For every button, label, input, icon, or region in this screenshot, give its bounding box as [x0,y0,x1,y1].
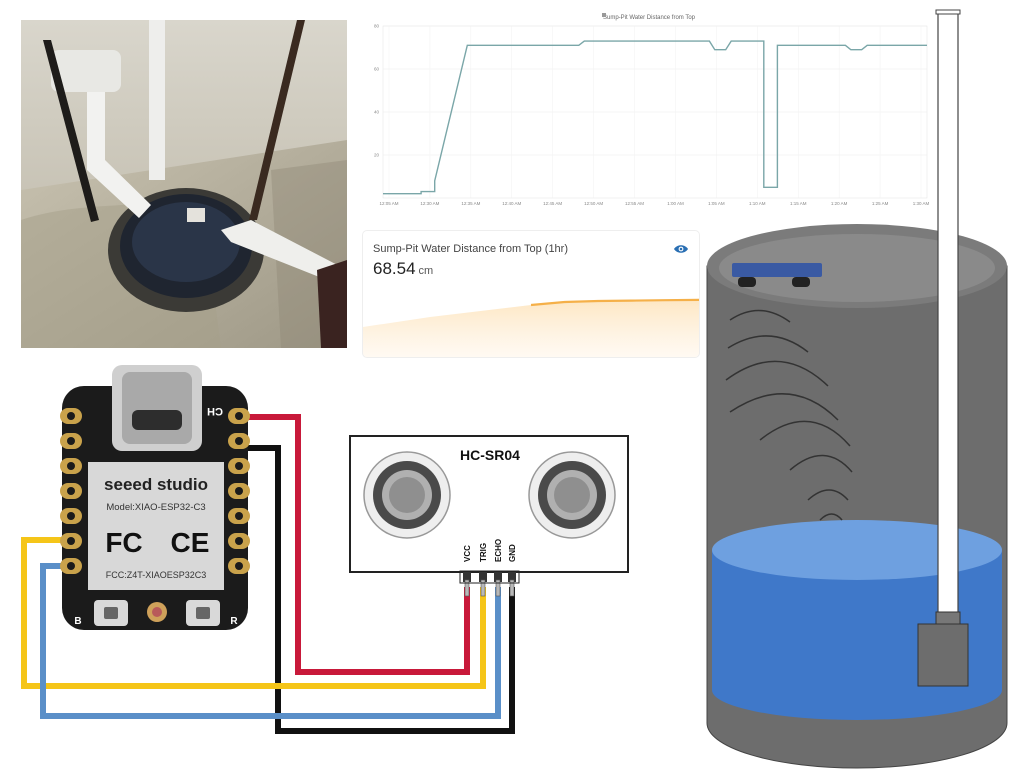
sensor-pin-label: VCC [463,545,472,562]
right-pin-pads [228,408,250,574]
wiring-diagram: seeed studio Model:XIAO-ESP32-C3 FC CE F… [21,365,629,734]
wires [21,414,515,734]
board-fcc: FCC:Z4T-XIAOESP32C3 [106,570,207,580]
gauge-value: 68.54 [373,259,416,278]
board-shield [88,462,224,590]
x-tick-label: 1:20 AM [831,201,848,206]
sound-waves [725,309,853,521]
x-tick-label: 12:40 AM [502,201,521,206]
x-tick-label: 1:25 AM [872,201,889,206]
gauge-unit: cm [418,265,434,277]
gnd-wire [238,445,515,734]
x-tick-label: 12:30 AM [420,201,439,206]
header-pin [463,572,471,582]
history-chart: Sump-Pit Water Distance from Top 80 60 40 2… [374,13,930,206]
x-tick-label: 12:45 AM [543,201,562,206]
float-rod [937,11,959,623]
transducer-left [363,451,451,539]
sump-pit-photo [21,20,347,348]
x-tick-label: 1:10 AM [749,201,766,206]
vcc-wire [238,414,470,675]
ce-mark: CE [171,527,210,558]
y-tick-label: 80 [374,24,380,29]
eye-icon[interactable] [673,243,689,255]
sensor-pin-label: TRIG [479,543,488,562]
left-pin-pads [60,408,82,574]
fc-mark: FC [105,527,142,558]
trig-wire [21,537,486,689]
board-model: Model:XIAO-ESP32-C3 [106,502,205,513]
sensor-name: HC-SR04 [460,447,520,463]
gauge-title: Sump-Pit Water Distance from Top (1hr) [373,243,569,255]
sensor-pin-label: GND [508,544,517,562]
header-pin [508,572,516,582]
sparkline-line [530,298,699,307]
x-tick-label: 12:35 AM [461,201,480,206]
x-tick-label: 1:15 AM [790,201,807,206]
sparkline [363,298,699,357]
x-tick-label: 1:05 AM [708,201,725,206]
chart-grid [382,25,928,199]
x-tick-label: 1:30 AM [913,201,930,206]
board-brand: seeed studio [104,475,208,494]
header-pin [494,572,502,582]
hc-sr04-sensor: HC-SR04 VCC TRIG ECHO GND [349,435,629,597]
sensor-pin-label: ECHO [494,539,503,562]
y-tick-label: 40 [374,110,380,115]
water-surface [712,520,1002,580]
tank-illustration [706,9,1008,769]
x-tick-label: 1:00 AM [667,201,684,206]
board-ch-label: CH [207,405,223,417]
y-tick-label: 20 [374,153,380,158]
series-line [383,40,927,195]
x-tick-label: 12:05 AM [379,201,398,206]
sparkline-area [363,299,699,357]
xiao-esp32c3-board: seeed studio Model:XIAO-ESP32-C3 FC CE F… [60,365,250,630]
echo-wire [40,563,501,719]
board-r-label: R [230,616,238,627]
gauge-card[interactable]: Sump-Pit Water Distance from Top (1hr) 6… [363,231,699,357]
header-pin [479,572,487,582]
board-b-label: B [74,616,81,627]
chart-title: Sump-Pit Water Distance from Top [603,15,696,21]
legend-swatch [602,13,606,17]
x-tick-label: 12:55 AM [625,201,644,206]
tank-sensor [732,263,822,287]
transducer-right [528,451,616,539]
y-tick-label: 60 [374,67,380,72]
x-tick-label: 12:50 AM [584,201,603,206]
float [917,623,969,687]
